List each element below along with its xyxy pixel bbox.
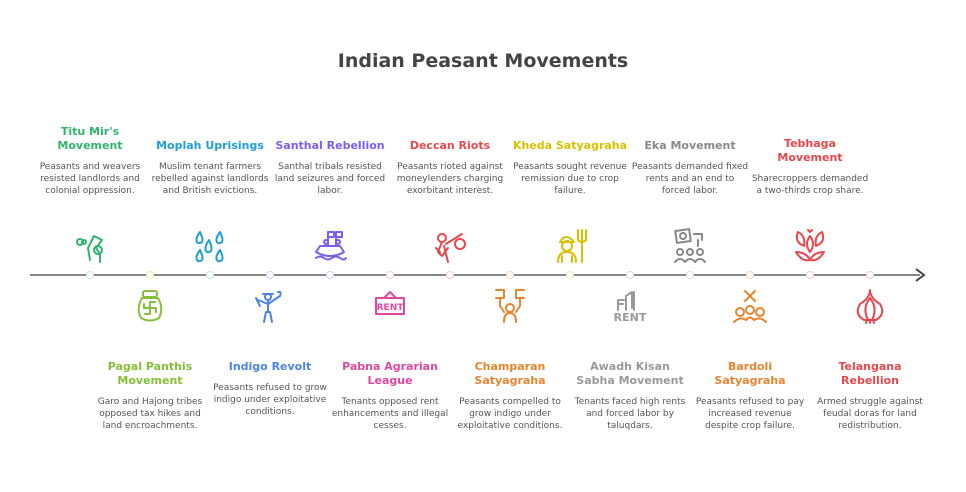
- timeline-dot: [806, 271, 814, 279]
- timeline-dot: [266, 271, 274, 279]
- icon-text: RENT: [614, 311, 647, 324]
- group-sign-icon: [672, 228, 708, 264]
- onion-icon: [852, 288, 888, 324]
- event-title: Eka Movement: [644, 139, 736, 152]
- timeline-dot: [866, 271, 874, 279]
- event-title: Kheda Satyagraha: [512, 139, 628, 152]
- event-title: Bardoli Satyagraha: [714, 360, 786, 387]
- rent-sign-icon: RENT: [372, 288, 408, 324]
- event-title: Telangana Rebellion: [838, 360, 902, 387]
- event-title: Pabna Agrarian League: [342, 360, 438, 387]
- event-title: Pagal Panthis Movement: [107, 360, 193, 387]
- timeline-axis: [30, 274, 920, 276]
- timeline-dot: [386, 271, 394, 279]
- event-title: Champaran Satyagraha: [474, 360, 546, 387]
- boat-flags-icon: [312, 228, 348, 264]
- timeline-dot: [506, 271, 514, 279]
- event-title: Tebhaga Movement: [777, 137, 843, 164]
- event-description: Peasants compelled to grow indigo under …: [457, 397, 563, 431]
- event-description: Peasants demanded fixed rents and an end…: [631, 162, 749, 196]
- event-description: Tenants faced high rents and forced labo…: [574, 397, 686, 431]
- event-description: Armed struggle against feudal doras for …: [817, 397, 923, 431]
- farmer-pitchfork-icon: [552, 228, 588, 264]
- event-title: Indigo Revolt: [228, 360, 312, 373]
- protest-icon: [492, 288, 528, 324]
- timeline-dot: [146, 271, 154, 279]
- pot-icon: [132, 288, 168, 324]
- event-description: Muslim tenant farmers rebelled against l…: [151, 162, 269, 196]
- flower-hand-icon: [72, 228, 108, 264]
- event-description: Peasants and weavers resisted landlords …: [39, 162, 141, 196]
- event-description: Tenants opposed rent enhancements and il…: [331, 397, 449, 431]
- timeline-dot: [686, 271, 694, 279]
- person-bundle-icon: [432, 228, 468, 264]
- timeline-dot: [746, 271, 754, 279]
- event-description: Santhal tribals resisted land seizures a…: [274, 162, 386, 196]
- event-title: Santhal Rebellion: [275, 139, 385, 152]
- event-title: Deccan Riots: [409, 139, 491, 152]
- timeline-dot: [566, 271, 574, 279]
- event-description: Peasants refused to pay increased revenu…: [695, 397, 805, 431]
- farmer-icon: [252, 288, 288, 324]
- lotus-icon: [792, 228, 828, 264]
- timeline-dot: [206, 271, 214, 279]
- event-description: Peasants refused to grow indigo under ex…: [213, 383, 327, 417]
- event-title: Awadh Kisan Sabha Movement: [576, 360, 684, 387]
- icon-text: RENT: [377, 303, 405, 313]
- event-description: Peasants rioted against moneylenders cha…: [396, 162, 504, 196]
- timeline-dot: [86, 271, 94, 279]
- drops-icon: [192, 228, 228, 264]
- timeline-dot: [446, 271, 454, 279]
- event-title: Moplah Uprisings: [156, 139, 264, 152]
- rent-building-icon: RENT: [612, 288, 648, 324]
- event-description: Garo and Hajong tribes opposed tax hikes…: [97, 397, 203, 431]
- arrow-head-icon: [915, 268, 926, 282]
- group-cross-icon: [732, 288, 768, 324]
- event-title: Titu Mir's Movement: [57, 125, 123, 152]
- event-description: Peasants sought revenue remission due to…: [513, 162, 627, 196]
- timeline-dot: [626, 271, 634, 279]
- timeline-dot: [326, 271, 334, 279]
- event-description: Sharecroppers demanded a two-thirds crop…: [751, 174, 869, 196]
- page-title: Indian Peasant Movements: [337, 50, 629, 72]
